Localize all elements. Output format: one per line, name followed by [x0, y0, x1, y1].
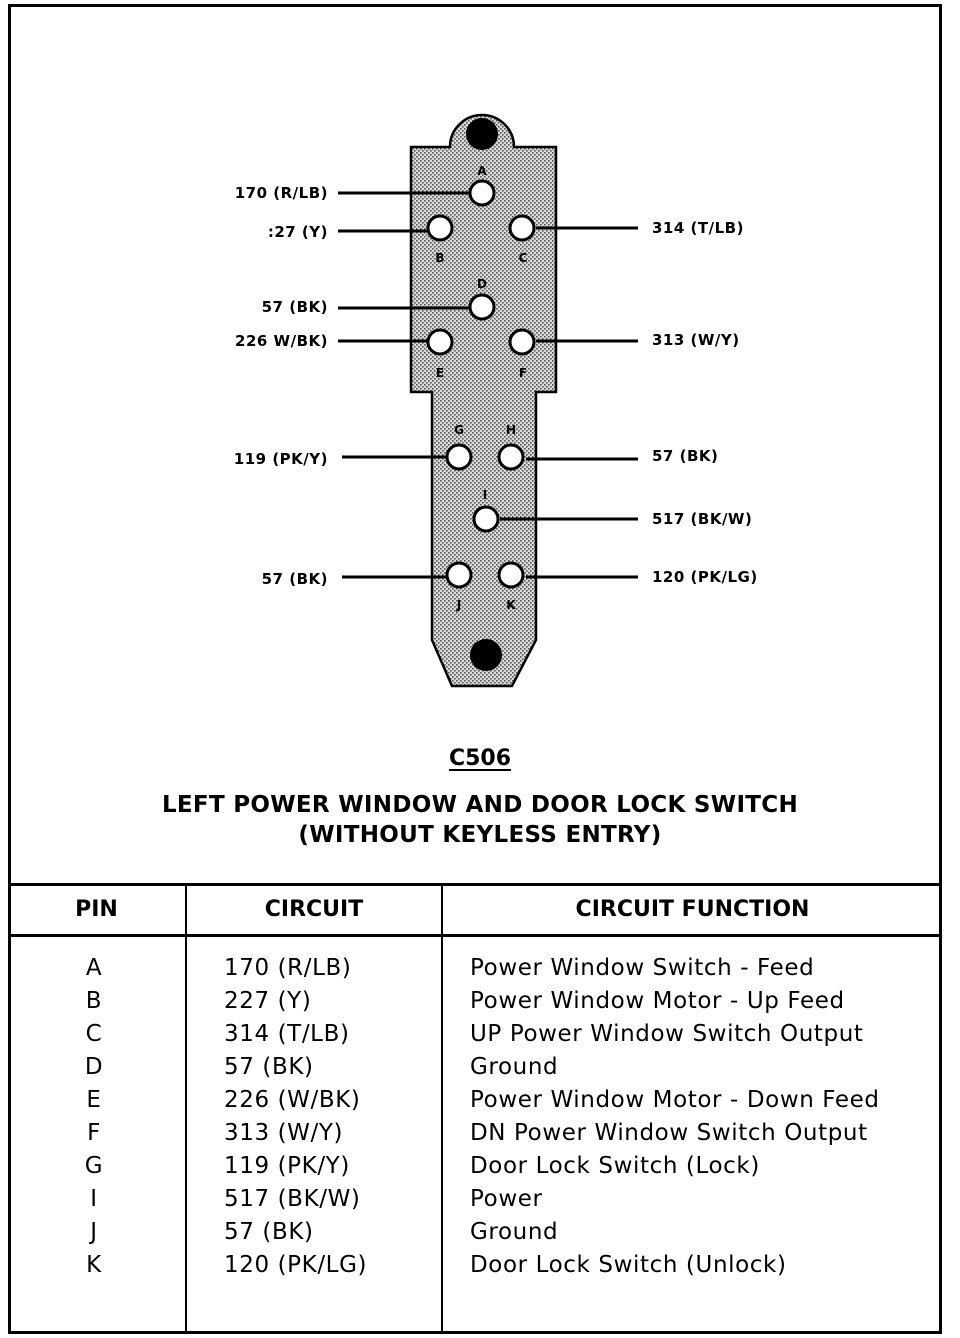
pin-letter-b: B — [435, 251, 445, 265]
pin-terminal-h — [497, 443, 525, 471]
table-header-rule — [8, 934, 942, 937]
cell-function: Power — [470, 1186, 543, 1212]
cell-pin: D — [84, 1054, 104, 1080]
pin-letter-g: G — [454, 423, 464, 437]
cell-function: Power Window Switch - Feed — [470, 955, 815, 981]
column-divider-1 — [185, 883, 187, 1334]
pin-terminal-e — [426, 328, 454, 356]
table-row: E 226 (W/BK) Power Window Motor - Down F… — [0, 1087, 960, 1120]
cell-circuit: 119 (PK/Y) — [224, 1153, 350, 1179]
cell-pin: K — [86, 1252, 102, 1278]
table-row: K 120 (PK/LG) Door Lock Switch (Unlock) — [0, 1252, 960, 1285]
cell-function: Ground — [470, 1219, 559, 1245]
cell-function: Power Window Motor - Up Feed — [470, 988, 845, 1014]
header-pin: PIN — [75, 897, 118, 922]
wire-label-g: 119 (PK/Y) — [233, 450, 328, 468]
mounting-hole-top — [466, 118, 498, 150]
cell-function: Door Lock Switch (Lock) — [470, 1153, 760, 1179]
pin-letter-e: E — [435, 366, 445, 380]
column-divider-2 — [441, 883, 443, 1334]
cell-function: Ground — [470, 1054, 559, 1080]
pin-terminal-k — [497, 561, 525, 589]
cell-pin: I — [90, 1186, 98, 1212]
pin-letter-c: C — [518, 251, 528, 265]
cell-circuit: 57 (BK) — [224, 1054, 314, 1080]
pin-terminal-g — [445, 443, 473, 471]
wire-label-i: 517 (BK/W) — [652, 510, 753, 528]
connector-drawing — [338, 113, 638, 688]
wire-label-h: 57 (BK) — [652, 447, 719, 465]
wire-label-e: 226 W/BK) — [235, 332, 328, 350]
wire-label-d: 57 (BK) — [261, 298, 328, 316]
wire-label-j: 57 (BK) — [261, 570, 328, 588]
cell-circuit: 170 (R/LB) — [224, 955, 352, 981]
pin-terminal-b — [426, 214, 454, 242]
wire-label-a: 170 (R/LB) — [234, 184, 328, 202]
table-row: G 119 (PK/Y) Door Lock Switch (Lock) — [0, 1153, 960, 1186]
wire-label-k: 120 (PK/LG) — [652, 568, 758, 586]
wire-leads — [338, 191, 638, 579]
wire-label-c: 314 (T/LB) — [652, 219, 744, 237]
table-row: J 57 (BK) Ground — [0, 1219, 960, 1252]
connector-id-text: C506 — [448, 746, 512, 771]
table-top-rule — [8, 883, 942, 886]
pin-letter-f: F — [518, 366, 528, 380]
table-row: C 314 (T/LB) UP Power Window Switch Outp… — [0, 1021, 960, 1054]
cell-circuit: 313 (W/Y) — [224, 1120, 344, 1146]
cell-circuit: 120 (PK/LG) — [224, 1252, 368, 1278]
pin-table: A 170 (R/LB) Power Window Switch - Feed … — [0, 955, 960, 1285]
page-frame — [8, 4, 942, 1334]
cell-pin: F — [87, 1120, 101, 1146]
header-circuit: CIRCUIT — [264, 897, 364, 922]
cell-pin: C — [85, 1021, 103, 1047]
cell-pin: A — [85, 955, 103, 981]
cell-function: DN Power Window Switch Output — [470, 1120, 868, 1146]
mounting-hole-bottom — [470, 639, 502, 671]
pin-terminal-a — [468, 179, 496, 207]
pin-letter-d: D — [477, 277, 487, 291]
pin-letter-j: J — [456, 598, 462, 612]
table-row: F 313 (W/Y) DN Power Window Switch Outpu… — [0, 1120, 960, 1153]
cell-pin: B — [85, 988, 103, 1014]
cell-function: Door Lock Switch (Unlock) — [470, 1252, 787, 1278]
cell-circuit: 57 (BK) — [224, 1219, 314, 1245]
pin-letter-i: I — [482, 488, 488, 502]
wire-label-b: :27 (Y) — [267, 223, 328, 241]
cell-circuit: 227 (Y) — [224, 988, 312, 1014]
connector-diagram: A B C D E F G H I J K 170 (R/LB) :27 (Y)… — [0, 113, 960, 848]
pin-terminal-j — [445, 561, 473, 589]
pin-letter-h: H — [505, 423, 517, 437]
pin-terminals — [426, 179, 536, 589]
table-row: I 517 (BK/W) Power — [0, 1186, 960, 1219]
cell-circuit: 226 (W/BK) — [224, 1087, 361, 1113]
connector-body — [409, 113, 558, 688]
cell-circuit: 314 (T/LB) — [224, 1021, 350, 1047]
cell-pin: J — [90, 1219, 98, 1245]
cell-circuit: 517 (BK/W) — [224, 1186, 361, 1212]
pin-terminal-d — [468, 293, 496, 321]
cell-pin: G — [84, 1153, 104, 1179]
cell-pin: E — [86, 1087, 102, 1113]
pin-letter-a: A — [477, 164, 487, 178]
table-row: D 57 (BK) Ground — [0, 1054, 960, 1087]
pin-terminal-i — [472, 505, 500, 533]
wire-label-f: 313 (W/Y) — [652, 331, 740, 349]
pin-letter-k: K — [506, 598, 516, 612]
table-row: A 170 (R/LB) Power Window Switch - Feed — [0, 955, 960, 988]
table-row: B 227 (Y) Power Window Motor - Up Feed — [0, 988, 960, 1021]
pin-terminal-c — [508, 214, 536, 242]
header-function: CIRCUIT FUNCTION — [575, 897, 810, 922]
cell-function: UP Power Window Switch Output — [470, 1021, 864, 1047]
cell-function: Power Window Motor - Down Feed — [470, 1087, 880, 1113]
connector-id: C506 — [0, 746, 960, 771]
diagram-subtitle: (WITHOUT KEYLESS ENTRY) — [298, 822, 662, 848]
pin-terminal-f — [508, 328, 536, 356]
diagram-title: LEFT POWER WINDOW AND DOOR LOCK SWITCH — [161, 792, 799, 818]
